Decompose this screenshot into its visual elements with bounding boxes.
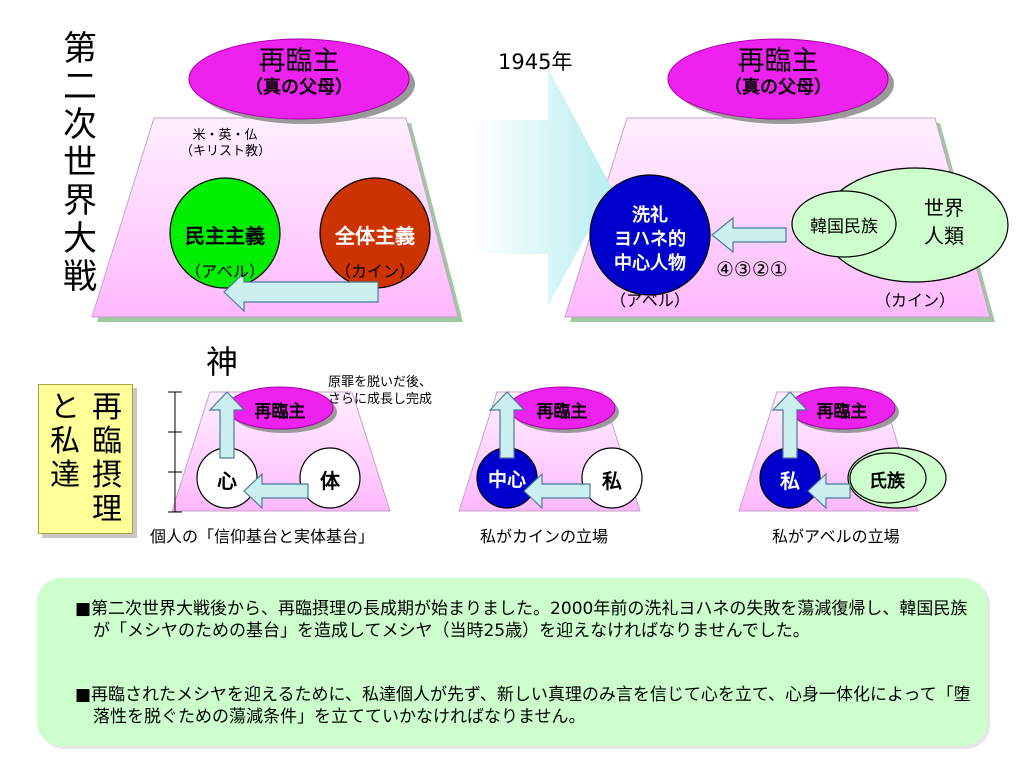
- self-label: 私: [602, 469, 622, 493]
- top-right-oval: [667, 38, 889, 120]
- bottom-2-oval-label: 再臨主: [536, 402, 588, 422]
- title-char: と: [50, 390, 80, 425]
- cain-role-label: （カイン）: [874, 291, 955, 310]
- world-line: 世界: [924, 196, 964, 220]
- world-line: 人類: [924, 224, 964, 248]
- top-left-oval: [188, 38, 410, 120]
- title-char: 再: [92, 390, 122, 425]
- center-up-arrow: [488, 391, 526, 459]
- korea-to-center-arrow: [711, 216, 787, 254]
- john-line: ヨハネ的: [614, 229, 686, 250]
- title-char: 第: [63, 29, 97, 69]
- allies-line: 米・英・仏: [192, 128, 258, 143]
- allies-label: 米・英・仏 （キリスト教）: [180, 128, 272, 160]
- title-char: 達: [50, 458, 80, 493]
- abel-role-label: （アベル）: [185, 262, 265, 281]
- transition-arrow: [472, 68, 612, 306]
- clan-label: 氏族: [869, 471, 905, 492]
- true-parents-label: （真の父母）: [724, 77, 832, 98]
- john-baptist-label: 洗礼 ヨハネ的 中心人物: [590, 204, 710, 276]
- korea-label: 韓国民族: [810, 217, 878, 237]
- title-char: 臨: [92, 424, 122, 459]
- body-to-mind-arrow: [243, 472, 309, 510]
- top-right-oval-text: 再臨主 （真の父母）: [668, 47, 888, 99]
- abel-role-label: （アベル）: [610, 291, 690, 310]
- totalitarian-label: 全体主義: [335, 224, 415, 248]
- title-char: 次: [63, 105, 97, 145]
- john-baptist-circle: [589, 174, 711, 296]
- clan-to-me-arrow: [807, 472, 851, 510]
- self-circle: [581, 447, 643, 509]
- panel-title-col2: と 私 達: [45, 391, 85, 493]
- title-char: 界: [63, 181, 97, 221]
- cain-to-abel-arrow: [223, 271, 379, 313]
- john-line: 洗礼: [632, 205, 668, 226]
- title-char: 戦: [63, 257, 97, 297]
- center-label: 中心: [487, 469, 526, 491]
- year-label: 1945年: [498, 50, 573, 74]
- bottom-3-oval-label: 再臨主: [816, 402, 868, 422]
- second-coming-label: 再臨主: [737, 46, 819, 77]
- title-char: 大: [63, 219, 97, 259]
- body-label: 体: [320, 469, 340, 493]
- democracy-label: 民主主義: [185, 224, 265, 248]
- bottom-1-oval-label: 再臨主: [254, 402, 306, 422]
- true-parents-label: （真の父母）: [245, 77, 353, 98]
- title-char: 理: [92, 492, 122, 527]
- self-to-center-arrow: [523, 472, 591, 510]
- explanation-paragraph: ■第二次世界大戦後から、再臨摂理の長成期が始まりました。2000年前の洗礼ヨハネ…: [75, 599, 968, 641]
- god-label: 神: [206, 343, 239, 381]
- complete-note: 原罪を脱いだ後、 さらに成長し完成: [328, 374, 432, 408]
- korea-ellipse: [791, 190, 897, 258]
- bottom-2-caption: 私がカインの立場: [480, 527, 609, 546]
- bottom-3-caption: 私がアベルの立場: [772, 527, 900, 546]
- body-circle: [299, 447, 361, 509]
- top-left-oval-text: 再臨主 （真の父母）: [189, 47, 409, 99]
- panel-title-col1: 再 臨 摂 理: [87, 391, 127, 527]
- john-line: 中心人物: [614, 253, 686, 274]
- sequence-label: ④③②①: [716, 257, 788, 281]
- explanation-paragraph: ■再臨されたメシヤを迎えるために、私達個人が先ず、新しい真理のみ言を信じて心を立…: [75, 685, 971, 727]
- note-line: 原罪を脱いだ後、: [328, 375, 433, 390]
- title-char: 摂: [92, 458, 122, 493]
- bottom-1-caption: 個人の「信仰基台と実体基台」: [150, 527, 375, 546]
- title-char: 私: [50, 424, 80, 459]
- world-label: 世界 人類: [904, 194, 984, 250]
- mind-label: 心: [217, 469, 237, 493]
- allies-line: （キリスト教）: [180, 144, 272, 159]
- title-char: 世: [63, 143, 97, 183]
- me-up-arrow: [771, 391, 809, 459]
- democracy-circle: [169, 177, 281, 289]
- mind-up-arrow: [208, 391, 246, 459]
- note-line: さらに成長し完成: [328, 392, 433, 407]
- restoration-panel-title: 再 臨 摂 理 と 私 達: [38, 384, 133, 534]
- me-label: 私: [780, 469, 800, 493]
- ww2-vertical-title: 第 二 次 世 界 大 戦: [60, 30, 100, 296]
- explanation-box: ■第二次世界大戦後から、再臨摂理の長成期が始まりました。2000年前の洗礼ヨハネ…: [37, 578, 987, 746]
- clan-inner-ellipse: [849, 452, 927, 504]
- second-coming-label: 再臨主: [258, 46, 340, 77]
- cain-role-label: （カイン）: [334, 262, 415, 281]
- title-char: 二: [63, 67, 97, 107]
